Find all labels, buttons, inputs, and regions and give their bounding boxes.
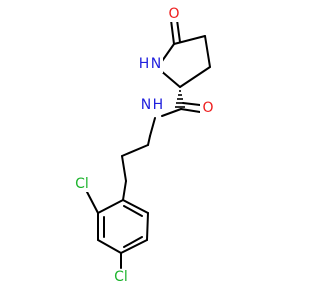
label-bg-cl-para bbox=[111, 269, 131, 285]
bond-c2-n1 bbox=[159, 69, 181, 88]
molecule-canvas: H N O O N H Cl Cl bbox=[72, 6, 216, 285]
bond-ar-inner-2 bbox=[123, 236, 143, 248]
bond-ca-n bbox=[161, 108, 182, 117]
bond-ch2c-ch2d bbox=[121, 155, 127, 182]
bond-c5-c4 bbox=[173, 35, 206, 45]
bond-ar-inner-3 bbox=[123, 205, 143, 217]
bond-ar6-ar1 bbox=[122, 199, 149, 214]
bond-ar5-ar6 bbox=[146, 212, 149, 241]
atom-nh-amide: N H bbox=[141, 97, 163, 113]
atom-nh-ring: H N bbox=[139, 56, 161, 72]
bond-ar3-ar4 bbox=[97, 239, 122, 254]
bond-ar1-ar2 bbox=[97, 199, 124, 214]
bond-c5-o-a bbox=[170, 19, 175, 45]
label-bg-nh-ring bbox=[139, 55, 163, 73]
bond-ch2a-ch2b bbox=[147, 135, 151, 146]
bond-ar4-ar5 bbox=[120, 239, 148, 254]
atom-cl-ortho: Cl bbox=[75, 176, 89, 192]
label-bg-o-ring bbox=[166, 6, 182, 22]
bond-c3-c2 bbox=[179, 66, 211, 88]
bond-ca-o-double bbox=[182, 102, 201, 106]
label-bg-o-amide bbox=[200, 100, 216, 116]
bond-ar2-cl bbox=[85, 189, 99, 214]
stereo-hash-bond bbox=[175, 90, 185, 108]
bond-n-ch2a bbox=[149, 117, 156, 137]
bond-ca-o bbox=[180, 108, 201, 113]
atom-o-ring: O bbox=[168, 6, 179, 22]
bond-ch2d-aryl bbox=[122, 180, 127, 201]
bond-ch2b-ch2c bbox=[121, 144, 149, 157]
atom-cl-para: Cl bbox=[114, 269, 128, 285]
bond-c4-c3 bbox=[204, 35, 211, 68]
label-bg-cl-ortho bbox=[72, 176, 92, 192]
bond-c5-o-b bbox=[176, 19, 181, 43]
label-bg-nh-amide bbox=[140, 96, 164, 114]
atom-o-amide: O bbox=[202, 100, 213, 116]
structure-diagram: H N O O N H Cl Cl bbox=[72, 6, 216, 285]
